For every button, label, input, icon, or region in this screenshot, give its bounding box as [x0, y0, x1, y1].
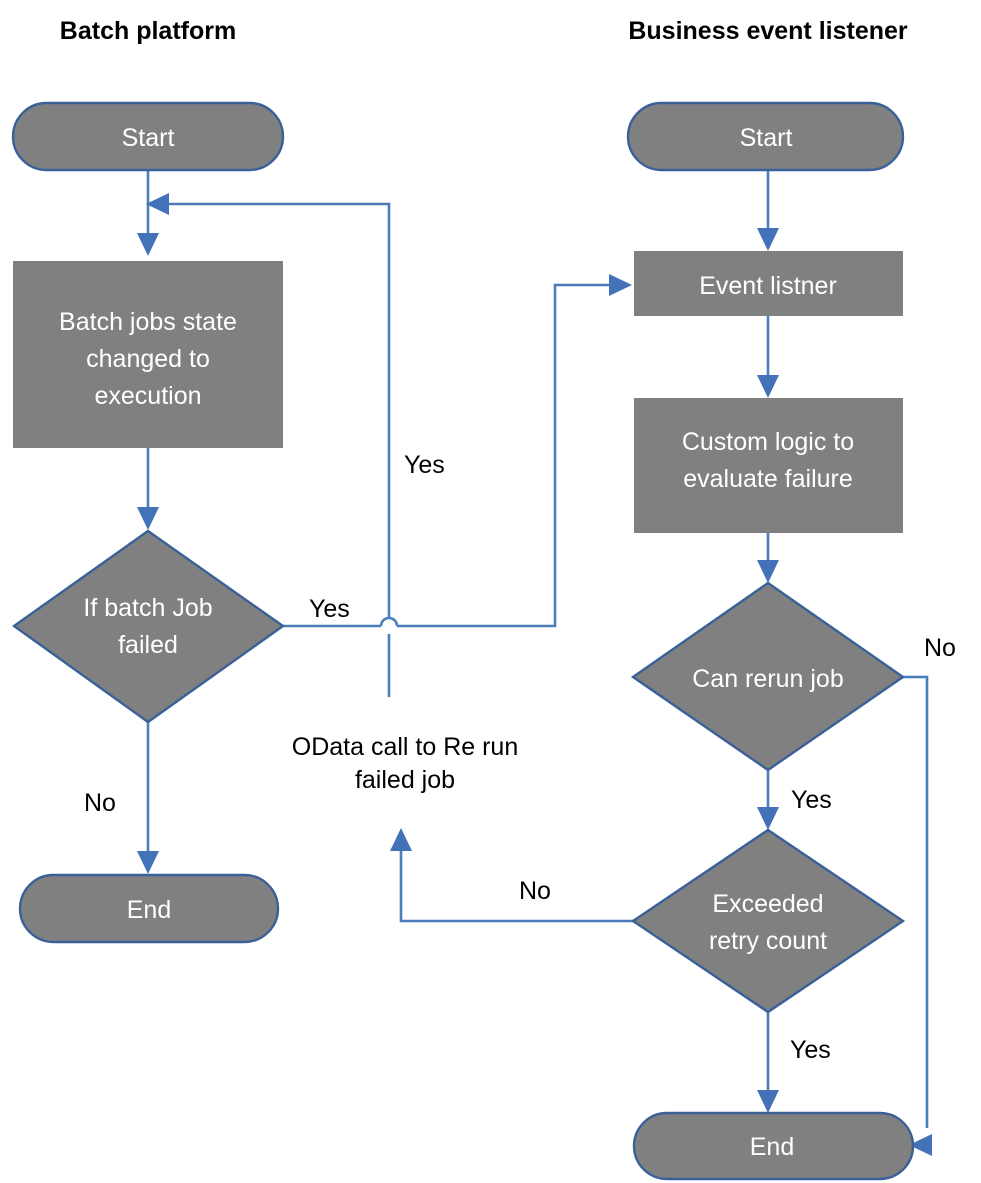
edge-label-loopback-yes: Yes: [404, 451, 445, 479]
connector-logic-to-rerun: [757, 533, 779, 583]
node-right-exceeded-retry-count-label-line-1: Exceeded: [712, 890, 823, 918]
connector-decision-yes-to-listener: [283, 274, 632, 628]
node-right-custom-logic[interactable]: Custom logic to evaluate failure: [634, 398, 903, 533]
connector-rerun-yes-to-retry: [757, 770, 779, 830]
edge-label-rerun-no: No: [924, 634, 956, 662]
node-left-start[interactable]: Start: [11, 101, 285, 172]
node-left-start-label: Start: [122, 124, 175, 152]
annotation-odata-line-1: OData call to Re run: [292, 733, 519, 761]
node-left-end[interactable]: End: [18, 873, 280, 944]
node-left-batch-state[interactable]: Batch jobs state changed to execution: [13, 261, 283, 448]
node-right-exceeded-retry-count[interactable]: Exceeded retry count: [630, 828, 906, 1014]
node-left-if-batch-job-failed[interactable]: If batch Job failed: [11, 529, 286, 724]
connector-retry-no-loopback: [390, 828, 633, 923]
node-right-start-shape[interactable]: [626, 101, 905, 172]
node-right-end-shape[interactable]: [632, 1111, 915, 1181]
node-right-event-listener[interactable]: Event listner: [634, 251, 903, 316]
connector-left-start-to-state: [137, 170, 159, 256]
connector-listener-to-logic: [757, 316, 779, 398]
node-left-if-batch-job-failed-label-line-1: If batch Job: [83, 594, 212, 622]
node-left-if-batch-job-failed-shape[interactable]: [11, 529, 286, 724]
connector-loopback-yes: [146, 193, 391, 697]
connector-right-start-to-listener: [757, 170, 779, 251]
node-right-end[interactable]: End: [632, 1111, 915, 1181]
node-left-start-shape[interactable]: [11, 101, 285, 172]
node-right-event-listener-label: Event listner: [699, 272, 837, 300]
edge-label-rerun-yes: Yes: [791, 786, 832, 814]
edge-label-retry-no: No: [519, 877, 551, 905]
node-left-end-label: End: [127, 896, 171, 924]
node-left-batch-state-label-line-1: Batch jobs state: [59, 308, 237, 336]
node-right-end-label: End: [750, 1133, 794, 1161]
node-left-batch-state-label-line-3: execution: [94, 382, 201, 410]
lane-title-business-event-listener: Business event listener: [628, 17, 908, 45]
connector-rerun-no-to-end: [903, 675, 932, 1156]
connector-retry-yes-to-end: [757, 1012, 779, 1113]
edge-label-decision-no: No: [84, 789, 116, 817]
lane-title-batch-platform: Batch platform: [60, 17, 236, 45]
connector-left-state-to-decision: [137, 448, 159, 530]
connector-decision-no-to-end: [137, 722, 159, 874]
edge-label-retry-yes: Yes: [790, 1036, 831, 1064]
node-right-can-rerun-job-label: Can rerun job: [692, 665, 843, 693]
node-right-can-rerun-job-shape[interactable]: [630, 581, 906, 772]
node-right-custom-logic-shape[interactable]: [634, 398, 903, 533]
node-right-can-rerun-job[interactable]: Can rerun job: [630, 581, 906, 772]
annotation-odata-line-2: failed job: [355, 766, 455, 794]
node-right-exceeded-retry-count-label-line-2: retry count: [709, 927, 827, 955]
node-left-end-shape[interactable]: [18, 873, 280, 944]
node-right-event-listener-shape[interactable]: [634, 251, 903, 316]
node-right-start[interactable]: Start: [626, 101, 905, 172]
node-right-custom-logic-label-line-1: Custom logic to: [682, 428, 854, 456]
node-right-custom-logic-label-line-2: evaluate failure: [683, 465, 853, 493]
node-left-batch-state-shape[interactable]: [13, 261, 283, 448]
node-left-if-batch-job-failed-label-line-2: failed: [118, 631, 178, 659]
node-right-start-label: Start: [740, 124, 793, 152]
node-right-exceeded-retry-count-shape[interactable]: [630, 828, 906, 1014]
node-left-batch-state-label-line-2: changed to: [86, 345, 210, 373]
edge-label-decision-yes: Yes: [309, 595, 350, 623]
